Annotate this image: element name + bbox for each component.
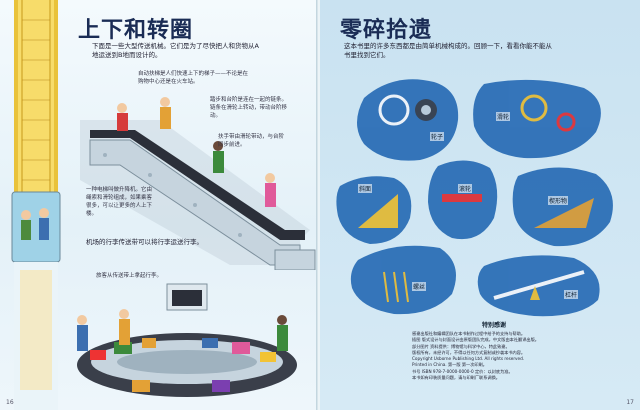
credit-line: 本书如有印装质量问题，请与印刷厂联系调换。: [412, 375, 500, 381]
credit-line: 部分图片 资料提供：博物馆与科学中心，特此致谢。: [412, 343, 510, 349]
credit-line: 感谢出版社和编辑团队在本书制作过程中给予的支持与帮助。: [412, 331, 526, 336]
handrail-caption: 扶手带由滑轮带动，与台阶同步前进。: [218, 134, 285, 148]
page-number-left: 16: [6, 399, 14, 406]
step-caption: 踏步和台阶是连在一起的链条。链条在滑轮上转动，带动台阶移动。: [210, 97, 288, 119]
book-gutter: [316, 0, 322, 410]
label-lever: 杠杆: [564, 290, 579, 299]
elevator-caption: 一种电梯叫做升降机。它由绳索和滑轮组成，如果乘客很多，可以让更多的人上下楼。: [86, 187, 153, 217]
left-page: 上下和转圈 下面是一些大型传送机械。它们是为了尽快把人和货物从A地运送到B地而设…: [0, 0, 318, 410]
page-number-right: 17: [626, 399, 634, 406]
label-roller: 滚轮: [458, 184, 473, 193]
baggage-caption: 机场的行李传送带可以将行李运送行李。: [86, 238, 203, 246]
page-title: 上下和转圈: [78, 18, 194, 43]
credit-line: 版权所有，未经许可，不得以任何方式复制或抄袭本书内容。: [412, 349, 526, 355]
credit-line: Printed in China. 第一版 第一次印刷。: [412, 362, 487, 368]
label-pulley: 滑轮: [496, 112, 511, 121]
label-wedge: 楔形物: [548, 196, 569, 205]
label-ramp: 斜面: [358, 184, 373, 193]
label-wheel: 轮子: [430, 132, 445, 141]
credits-title: 特别感谢: [482, 322, 507, 329]
simple-machines-collage: [336, 79, 613, 317]
credit-line: Copyright Usborne Publishing Ltd. All ri…: [412, 356, 525, 362]
carousel-caption: 旅客从传送带上拿起行李。: [96, 273, 163, 279]
page-title-right: 零碎拾遗: [340, 18, 433, 43]
baggage-carousel-illustration: [77, 283, 297, 397]
intro-text-right: 这本书里的许多东西都是由简单机械构成的。回顾一下，看看你能不能从书里找到它们。: [344, 42, 552, 59]
right-page: 零碎拾遗 这本书里的许多东西都是由简单机械构成的。回顾一下，看看你能不能从书里找…: [320, 0, 640, 410]
credit-line: 插图 版式设计与封面设计由原版团队完成，中文版由本社翻译出版。: [412, 337, 539, 343]
credits-block: 特别感谢 感谢出版社和编辑团队在本书制作过程中给予的支持与帮助。 插图 版式设计…: [412, 320, 622, 406]
credit-line: 书号 ISBN 978-7-0000-0000-0 定价：以封底为准。: [412, 368, 513, 374]
escalator-illustration: [80, 97, 316, 270]
elevator-illustration: [11, 0, 61, 410]
label-screw: 螺丝: [412, 282, 427, 291]
intro-text: 下面是一些大型传送机械。它们是为了尽快把人和货物从A地运送到B地而设计的。: [92, 42, 259, 59]
escalator-caption: 自动扶梯是人们快速上下的梯子——不论是在购物中心还是在火车站。: [138, 71, 249, 85]
